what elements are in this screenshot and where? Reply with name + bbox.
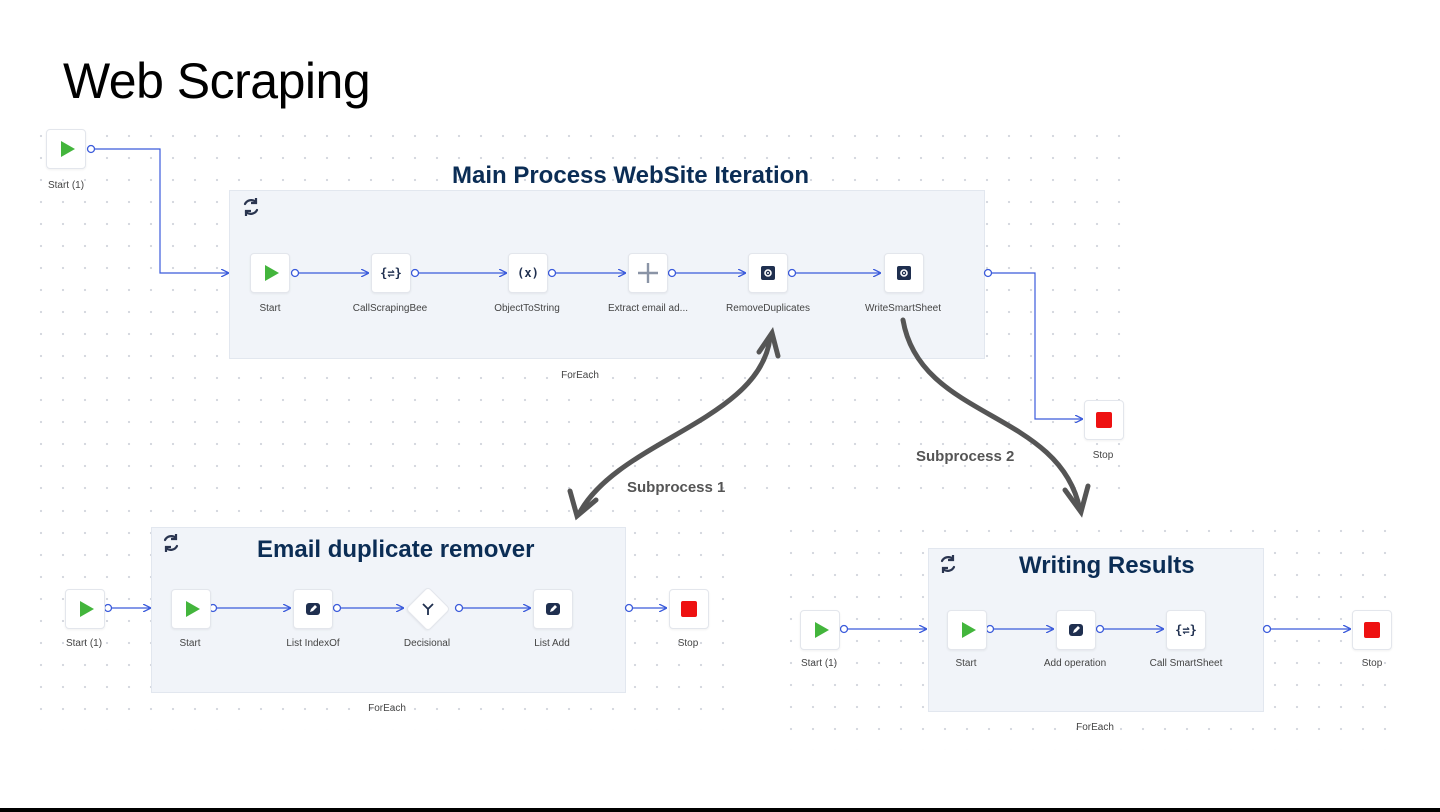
play-icon xyxy=(264,265,279,281)
list-indexof-node[interactable] xyxy=(293,589,333,629)
api-call-icon: {⇌} xyxy=(380,266,402,280)
sub2-stop-label: Stop xyxy=(1361,658,1383,669)
plus-icon xyxy=(638,263,658,283)
list-indexof-label: List IndexOf xyxy=(286,638,340,649)
list-add-label: List Add xyxy=(534,638,570,649)
play-icon xyxy=(814,622,829,638)
main-stop-node[interactable] xyxy=(1084,400,1124,440)
stop-icon xyxy=(1096,412,1112,428)
sub2-start-outer-label: Start (1) xyxy=(800,658,838,669)
loop-icon[interactable] xyxy=(936,552,960,576)
loop-icon[interactable] xyxy=(239,195,263,219)
api-call-icon: {⇌} xyxy=(1175,623,1197,637)
subprocess2-arrow xyxy=(900,317,1091,518)
sub1-start-outer-node[interactable] xyxy=(65,589,105,629)
play-icon xyxy=(961,622,976,638)
remove-duplicates-node[interactable] xyxy=(748,253,788,293)
main-foreach-label: ForEach xyxy=(561,370,599,381)
extract-email-node[interactable] xyxy=(628,253,668,293)
subprocess2-label: Subprocess 2 xyxy=(916,448,1015,465)
add-operation-node[interactable] xyxy=(1056,610,1096,650)
play-icon xyxy=(79,601,94,617)
page-title: Web Scraping xyxy=(63,53,371,109)
main-foreach-panel xyxy=(229,190,985,359)
main-wires xyxy=(94,148,1082,419)
sub1-title: Email duplicate remover xyxy=(257,536,535,563)
play-icon xyxy=(60,141,75,157)
sub2-stop-node[interactable] xyxy=(1352,610,1392,650)
sub2-start-outer-node[interactable] xyxy=(800,610,840,650)
sub2-title: Writing Results xyxy=(1019,552,1195,579)
remove-duplicates-label: RemoveDuplicates xyxy=(726,303,810,314)
sub1-start-outer-label: Start (1) xyxy=(65,638,103,649)
variable-icon: (x) xyxy=(517,266,539,280)
sub1-foreach-label: ForEach xyxy=(368,703,406,714)
slide-bottom-border xyxy=(0,808,1440,812)
add-operation-label: Add operation xyxy=(1043,658,1107,669)
gear-icon xyxy=(761,266,775,280)
play-icon xyxy=(185,601,200,617)
call-smartsheet-node[interactable]: {⇌} xyxy=(1166,610,1206,650)
main-start-outer-node[interactable] xyxy=(46,129,86,169)
decisional-node[interactable] xyxy=(405,586,451,632)
write-smartsheet-node[interactable] xyxy=(884,253,924,293)
port-circles xyxy=(86,144,1272,634)
list-add-node[interactable] xyxy=(533,589,573,629)
subprocess1-label: Subprocess 1 xyxy=(627,479,726,496)
main-start-label: Start xyxy=(259,303,281,314)
gear-icon xyxy=(897,266,911,280)
stop-icon xyxy=(681,601,697,617)
main-start-node[interactable] xyxy=(250,253,290,293)
main-start-outer-label: Start (1) xyxy=(47,180,85,191)
call-scraping-node[interactable]: {⇌} xyxy=(371,253,411,293)
subprocess1-arrow xyxy=(567,327,781,521)
branch-icon xyxy=(422,603,434,615)
sub1-start-node[interactable] xyxy=(171,589,211,629)
call-smartsheet-label: Call SmartSheet xyxy=(1149,658,1223,669)
sub1-stop-label: Stop xyxy=(677,638,699,649)
edit-icon xyxy=(306,603,320,615)
main-stop-label: Stop xyxy=(1092,450,1114,461)
object-to-string-node[interactable]: (x) xyxy=(508,253,548,293)
call-scraping-label: CallScrapingBee xyxy=(352,303,428,314)
sub1-start-label: Start xyxy=(179,638,201,649)
object-to-string-label: ObjectToString xyxy=(494,303,560,314)
sub2-start-node[interactable] xyxy=(947,610,987,650)
extract-email-label: Extract email ad... xyxy=(607,303,689,314)
edit-icon xyxy=(1069,624,1083,636)
loop-icon[interactable] xyxy=(159,531,183,555)
decisional-label: Decisional xyxy=(403,638,451,649)
sub2-foreach-label: ForEach xyxy=(1076,722,1114,733)
main-process-title: Main Process WebSite Iteration xyxy=(452,162,809,189)
edit-icon xyxy=(546,603,560,615)
write-smartsheet-label: WriteSmartSheet xyxy=(865,303,941,314)
sub2-start-label: Start xyxy=(955,658,977,669)
stop-icon xyxy=(1364,622,1380,638)
sub1-stop-node[interactable] xyxy=(669,589,709,629)
